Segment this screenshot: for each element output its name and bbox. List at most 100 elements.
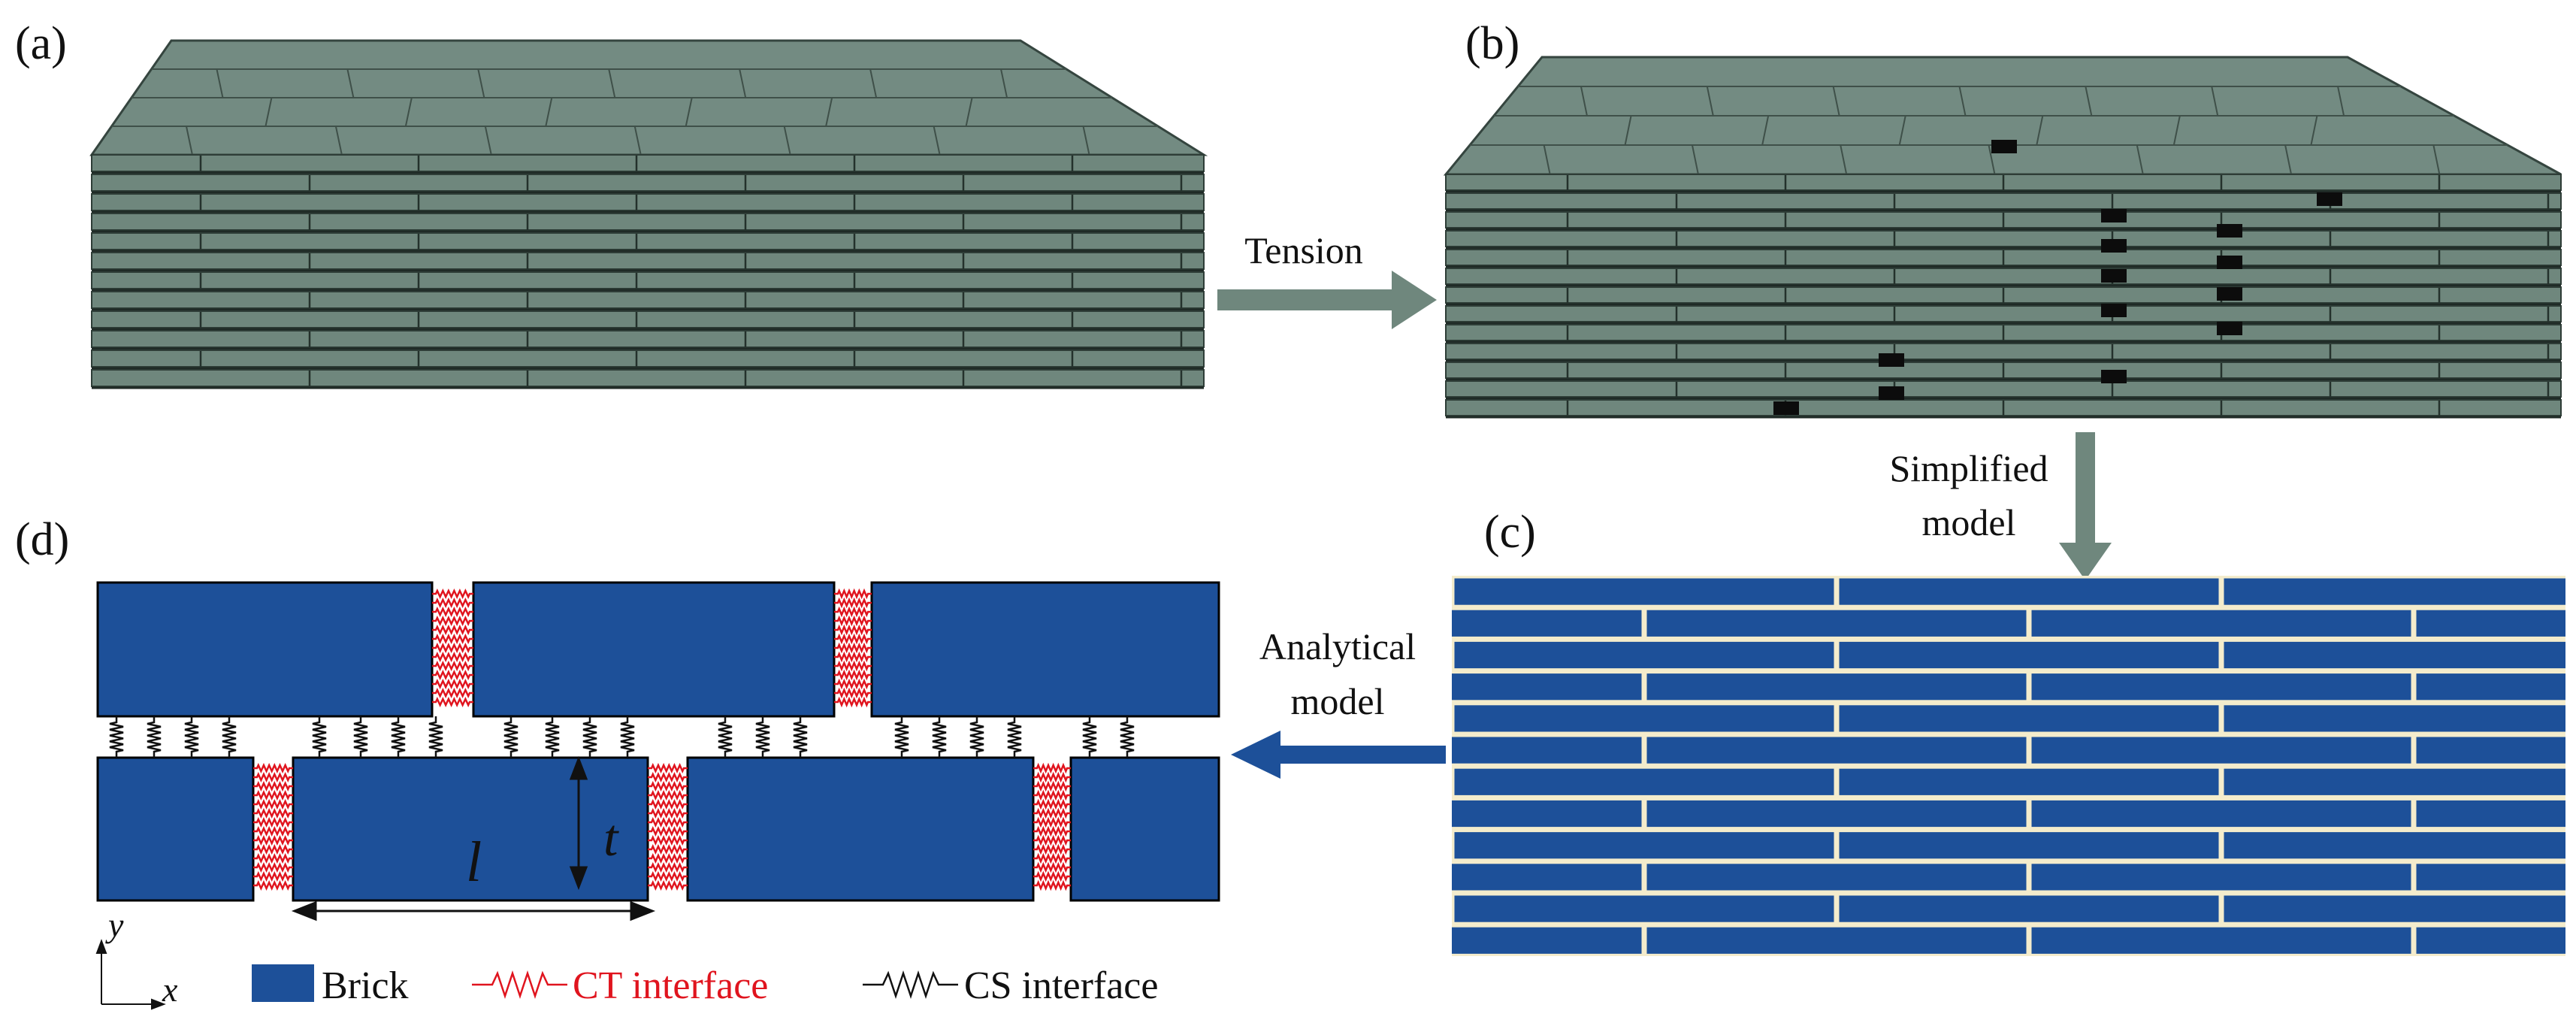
model-brick [2031, 927, 2411, 954]
tile-edge [1761, 115, 1770, 146]
ct-spring [253, 852, 293, 864]
tile-edge [739, 68, 747, 98]
analytical-brick [472, 581, 836, 718]
ct-spring [253, 843, 293, 855]
ct-spring [834, 633, 872, 645]
cs-spring [1082, 716, 1097, 758]
analytical-brick [96, 581, 434, 718]
tile-edge [2036, 115, 2044, 146]
ct-spring [1033, 879, 1071, 891]
ct-spring [432, 652, 473, 662]
tile-edge [545, 97, 553, 127]
ct-spring [432, 679, 473, 689]
analytical-brick [686, 756, 1035, 902]
interlayer-void [2217, 224, 2242, 238]
platelet-layer [91, 213, 1205, 231]
ct-spring [834, 597, 872, 609]
tile-edge [216, 68, 224, 98]
tile-edge [1624, 115, 1632, 146]
ct-spring [834, 687, 872, 699]
ct-spring [1033, 816, 1071, 828]
ct-spring [648, 807, 688, 819]
y-axis-label: y [105, 906, 124, 944]
analytical-label-line1: Analytical [1259, 625, 1416, 667]
tile-edge [933, 126, 941, 156]
model-brick [1839, 578, 2219, 605]
model-brick [1454, 578, 1834, 605]
cs-spring [793, 716, 808, 758]
model-brick [2031, 864, 2411, 891]
model-brick [1839, 641, 2219, 669]
ct-interface-springs [253, 588, 1071, 891]
analytical-brick [292, 756, 649, 902]
tile-edge [2136, 144, 2144, 175]
tile-edge [2172, 115, 2181, 146]
ct-spring [253, 789, 293, 801]
platelet-layer [1445, 380, 2562, 398]
tile-edge [783, 126, 791, 156]
tile-edge [2337, 86, 2345, 117]
ct-spring [1033, 789, 1071, 801]
tile-edge [477, 68, 485, 98]
interlayer-void [2101, 209, 2127, 222]
model-brick [2031, 800, 2411, 828]
ct-spring [834, 669, 872, 681]
interlayer-void [2101, 239, 2127, 253]
platelet-layer [1445, 192, 2562, 210]
ct-spring [648, 834, 688, 846]
length-symbol: l [466, 831, 482, 894]
ct-spring [1033, 771, 1071, 783]
ct-spring [253, 816, 293, 828]
legend-ct-spring [472, 970, 567, 999]
model-brick [2416, 800, 2565, 828]
platelet-layer [91, 193, 1205, 211]
interlayer-void [1879, 386, 1904, 400]
model-brick [2224, 705, 2565, 732]
model-brick [1454, 768, 1834, 795]
model-brick [2224, 895, 2565, 922]
ct-spring [834, 615, 872, 627]
tile-edge [1082, 126, 1090, 156]
interlayer-void [2317, 192, 2342, 206]
ct-spring [432, 661, 473, 671]
tile-edge [1832, 86, 1840, 117]
ct-spring [648, 762, 688, 774]
simplified-label-line1: Simplified [1889, 447, 2048, 489]
model-brick [1839, 895, 2219, 922]
tensioned-stack-layers [1445, 174, 2562, 419]
interlayer-void [2217, 287, 2242, 301]
model-brick [2416, 610, 2565, 637]
tile-edge [346, 68, 355, 98]
cs-spring [109, 716, 124, 758]
thickness-dimension [569, 755, 588, 891]
ct-spring [1033, 834, 1071, 846]
tile-edge [1691, 144, 1699, 175]
ct-spring [432, 616, 473, 626]
cs-spring [1007, 716, 1022, 758]
ct-spring [648, 825, 688, 837]
ct-spring [432, 697, 473, 707]
model-brick [2224, 832, 2565, 859]
analytical-model-arrow [1231, 731, 1446, 779]
platelet-layer [91, 154, 1205, 172]
model-brick [1839, 705, 2219, 732]
ct-spring [432, 625, 473, 635]
model-brick [1646, 927, 2027, 954]
cs-spring [582, 716, 597, 758]
ct-spring [834, 588, 872, 600]
tile-edge [2310, 115, 2318, 146]
ct-spring [648, 771, 688, 783]
analytical-brick [870, 581, 1220, 718]
tension-arrow [1217, 271, 1437, 329]
tile-edge [185, 126, 193, 156]
platelet-layer [91, 350, 1205, 368]
tile-edge [1898, 115, 1906, 146]
ct-spring [834, 678, 872, 690]
ct-spring [253, 879, 293, 891]
analytical-label-line2: model [1291, 680, 1385, 722]
interlayer-void [2217, 256, 2242, 269]
model-brick [2416, 864, 2565, 891]
tile-edge [869, 68, 878, 98]
model-brick [1454, 832, 1834, 859]
cs-spring [312, 716, 327, 758]
